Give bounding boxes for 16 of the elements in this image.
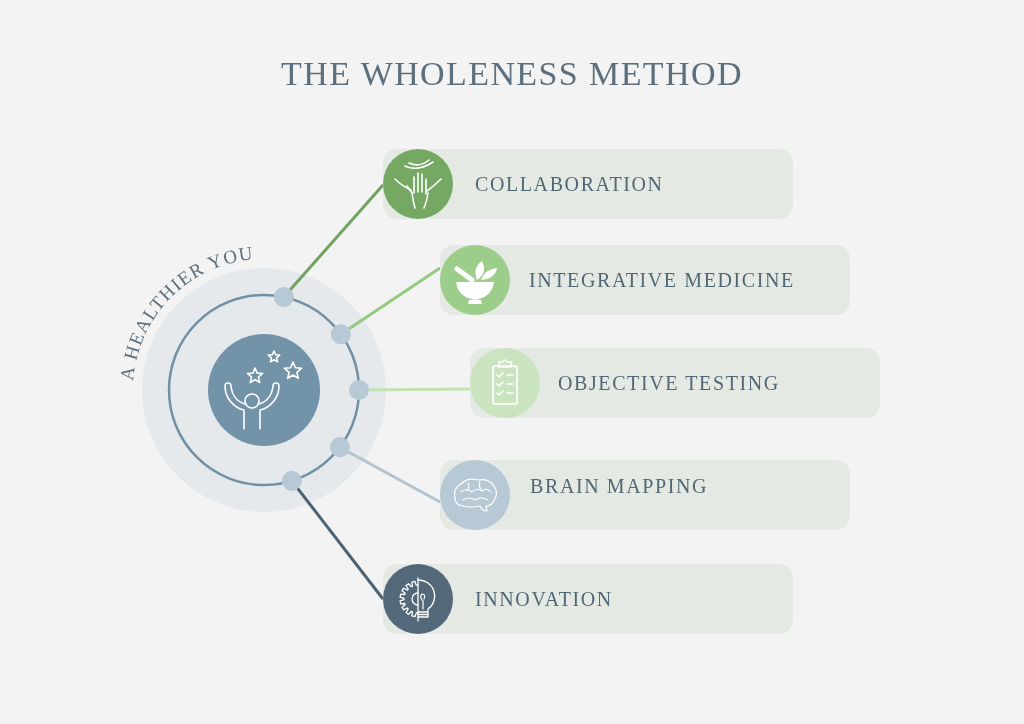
item-label: BRAIN MAPPING — [530, 474, 709, 498]
title: THE WHOLENESS METHOD — [281, 54, 743, 94]
item-card — [383, 564, 793, 634]
item-card — [470, 348, 880, 418]
item-label: OBJECTIVE TESTING — [558, 371, 780, 395]
item-label: COLLABORATION — [475, 172, 664, 196]
connector-line — [281, 470, 385, 600]
item-card — [383, 149, 793, 219]
connector-line — [273, 184, 385, 308]
item-card — [440, 245, 850, 315]
item-label: INTEGRATIVE MEDICINE — [529, 268, 795, 292]
connector-line — [329, 437, 441, 504]
connector-line — [330, 266, 441, 345]
connector-line — [349, 380, 470, 400]
item-label: INNOVATION — [475, 587, 613, 611]
item-card — [440, 460, 850, 530]
